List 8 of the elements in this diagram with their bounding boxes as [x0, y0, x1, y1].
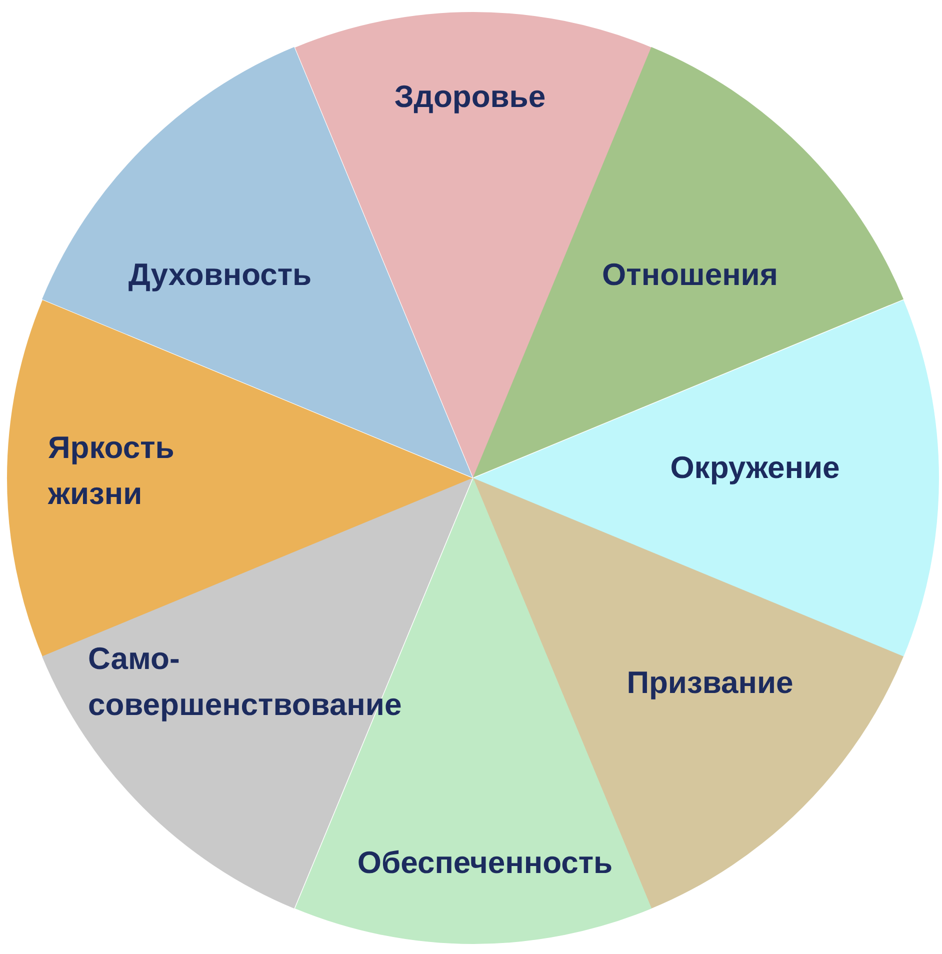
sector-label: Само-совершенствование — [88, 640, 403, 724]
sector-label: Окружение — [669, 448, 841, 487]
sector-label: Отношения — [601, 256, 779, 294]
sector-label: Яркость жизни — [48, 428, 176, 513]
sector-label: Обеспеченность — [356, 844, 614, 882]
sector-label: Здоровье — [393, 78, 547, 116]
sector-label: Призвание — [626, 664, 794, 702]
sector-label: Духовность — [127, 256, 313, 294]
